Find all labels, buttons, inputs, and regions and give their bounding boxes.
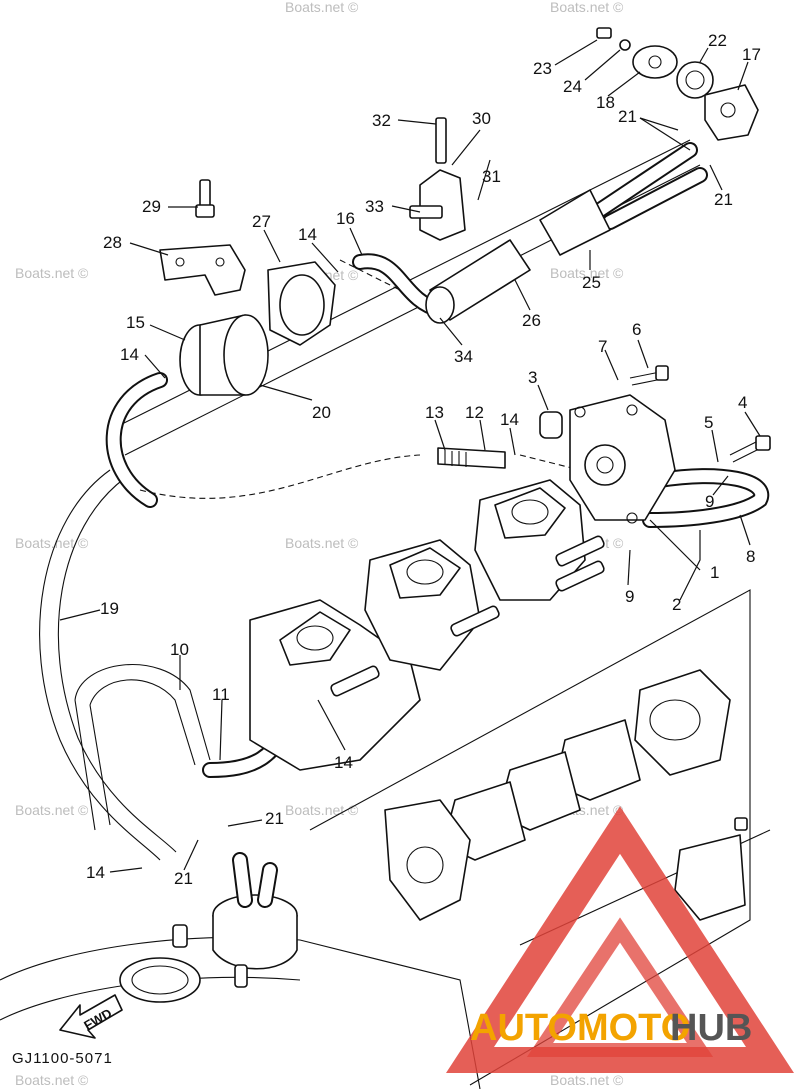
- watermark-text: Boats.net ©: [285, 0, 359, 15]
- hose-10-edge: [89, 679, 196, 766]
- automotohub-logo: AUTOMOTO HUB: [446, 806, 794, 1073]
- callout-18: 18: [596, 93, 615, 112]
- drawing-code: GJ1100-5071: [12, 1050, 113, 1067]
- callouts: 23 24 18 22 17 21 21 32 30 31 33 29 28 2…: [86, 31, 761, 888]
- callout-15: 15: [126, 313, 145, 332]
- watermark-text: Boats.net ©: [15, 535, 89, 551]
- callout-9: 9: [625, 587, 634, 606]
- callout-20: 20: [312, 403, 331, 422]
- callout-34: 34: [454, 347, 473, 366]
- nut-22: [676, 61, 714, 99]
- callout-25: 25: [582, 273, 601, 292]
- callout-8: 8: [746, 547, 755, 566]
- watermark-text: Boats.net ©: [550, 1072, 624, 1088]
- collar-3: [539, 411, 563, 439]
- watermark-text: Boats.net ©: [285, 535, 359, 551]
- fuel-filter-sleeve-25: [425, 189, 611, 324]
- callout-14: 14: [334, 753, 353, 772]
- cover-18: [632, 45, 678, 79]
- guide-line: [139, 454, 421, 499]
- callout-27: 27: [252, 212, 271, 231]
- callout-12: 12: [465, 403, 484, 422]
- callout-22: 22: [708, 31, 727, 50]
- callout-28: 28: [103, 233, 122, 252]
- callout-1: 1: [710, 563, 719, 582]
- callout-4: 4: [738, 393, 747, 412]
- callout-10: 10: [170, 640, 189, 659]
- hose-19-edge: [57, 477, 177, 853]
- fuel-pump-1: [569, 394, 676, 524]
- logo-word-auto: AUTOMOTO: [470, 1007, 690, 1049]
- fuel-filter-15: [179, 314, 269, 396]
- carburetor-assembly: [249, 479, 605, 771]
- fuel-cock-17: [704, 84, 759, 141]
- callout-23: 23: [533, 59, 552, 78]
- callout-21: 21: [714, 190, 733, 209]
- callout-14: 14: [120, 345, 139, 364]
- logo-word-hub: HUB: [670, 1007, 752, 1049]
- callout-30: 30: [472, 109, 491, 128]
- callout-17: 17: [742, 45, 761, 64]
- callout-26: 26: [522, 311, 541, 330]
- screw-23-washer-24: [596, 27, 631, 51]
- hose-19: [39, 469, 161, 861]
- callout-14: 14: [298, 225, 317, 244]
- callout-21: 21: [265, 809, 284, 828]
- fuel-tank-area: [0, 852, 481, 1089]
- watermark-text: Boats.net ©: [15, 265, 89, 281]
- callout-32: 32: [372, 111, 391, 130]
- bolt-29: [195, 179, 215, 218]
- callout-14: 14: [86, 863, 105, 882]
- fwd-arrow: FWD: [59, 994, 123, 1039]
- holder-27: [267, 261, 336, 346]
- callout-13: 13: [425, 403, 444, 422]
- callout-21: 21: [618, 107, 637, 126]
- callout-16: 16: [336, 209, 355, 228]
- callout-5: 5: [704, 413, 713, 432]
- callout-11: 11: [212, 685, 230, 704]
- callout-21: 21: [174, 869, 193, 888]
- callout-2: 2: [672, 595, 681, 614]
- watermark-text: Boats.net ©: [550, 0, 624, 15]
- watermark-text: Boats.net ©: [15, 802, 89, 818]
- callout-7: 7: [598, 337, 607, 356]
- callout-19: 19: [100, 599, 119, 618]
- bolt-4-6: [629, 365, 771, 463]
- watermark-text: Boats.net ©: [550, 265, 624, 281]
- callout-3: 3: [528, 368, 537, 387]
- callout-24: 24: [563, 77, 582, 96]
- callout-31: 31: [482, 167, 501, 186]
- callout-6: 6: [632, 320, 641, 339]
- clamp-30: [409, 117, 466, 241]
- callout-14: 14: [500, 410, 519, 429]
- leader-lines: [59, 39, 761, 873]
- fuel-hose-12-13: [437, 447, 506, 469]
- callout-9: 9: [705, 492, 714, 511]
- watermark-text: Boats.net ©: [285, 802, 359, 818]
- bracket-28: [159, 244, 246, 296]
- hose-10: [74, 663, 211, 761]
- hose-10-drop: [74, 699, 111, 831]
- callout-33: 33: [365, 197, 384, 216]
- watermark-text: Boats.net ©: [15, 1072, 89, 1088]
- callout-29: 29: [142, 197, 161, 216]
